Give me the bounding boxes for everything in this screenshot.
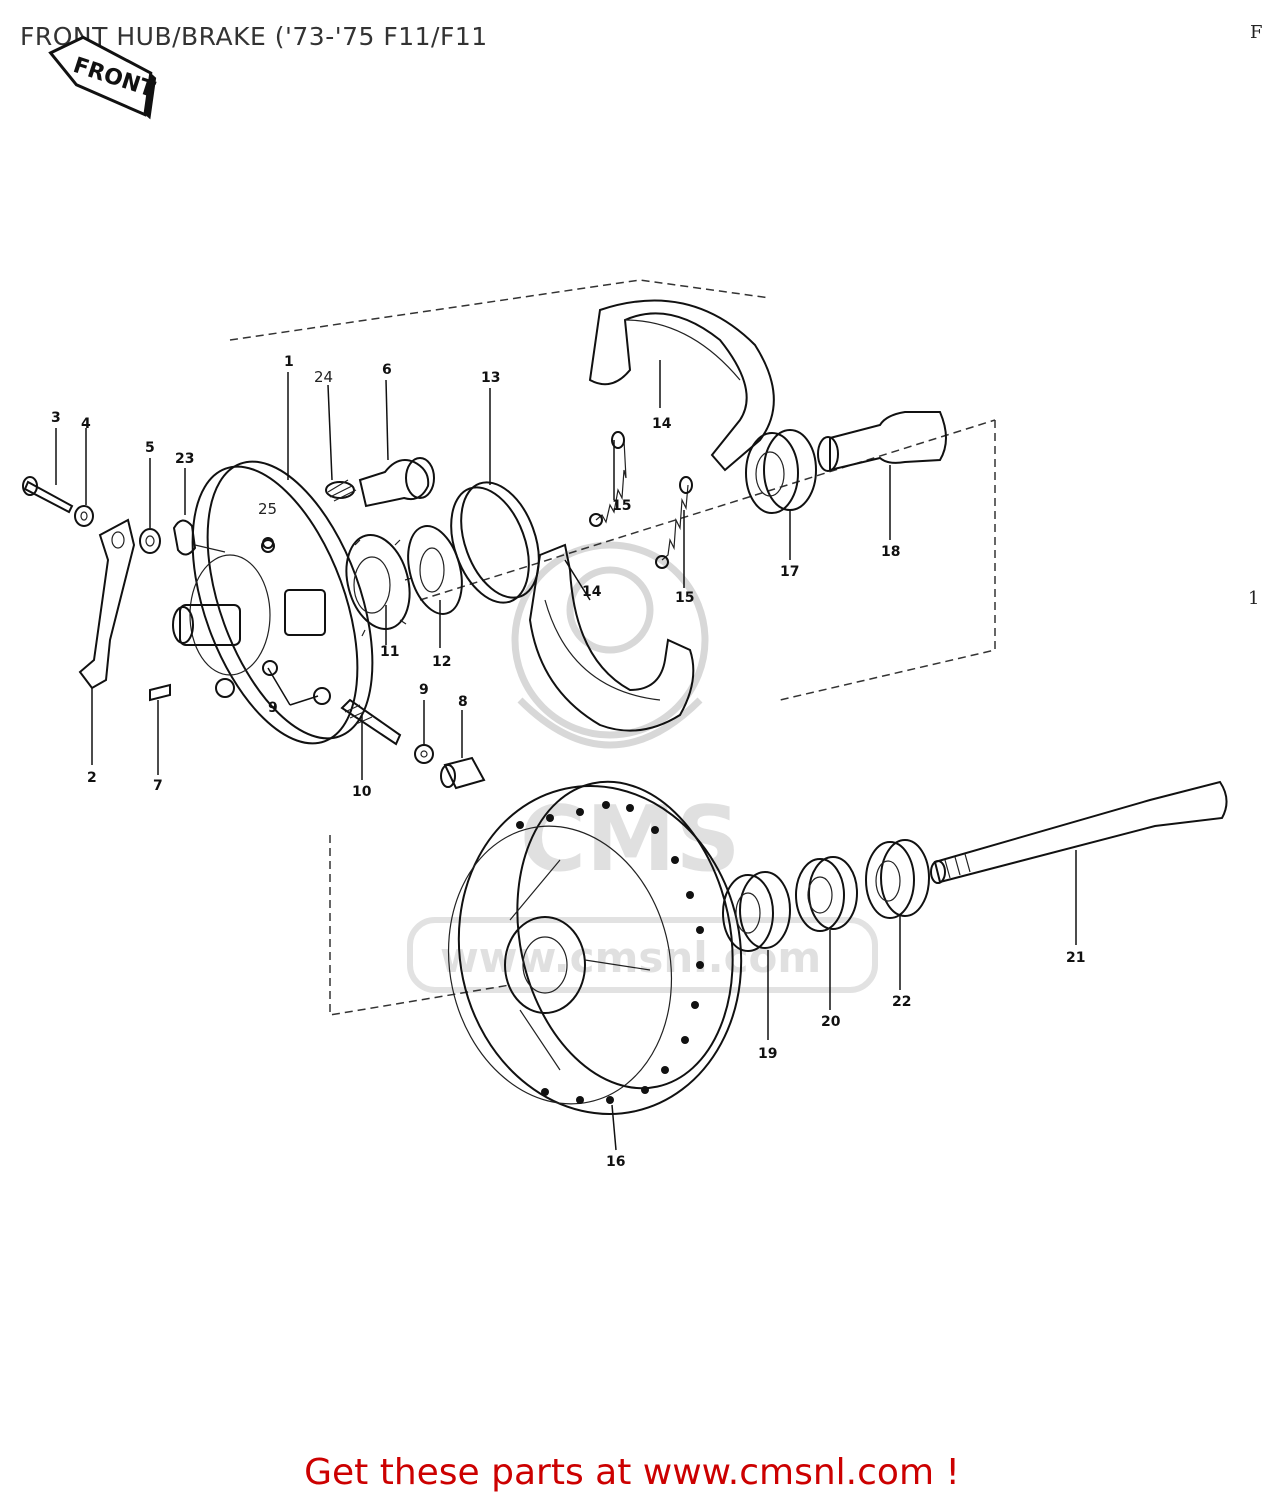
callout-10: 10 xyxy=(352,784,372,800)
hub-bearings-and-axle xyxy=(722,780,1228,952)
watermark-brand: CMS xyxy=(520,787,740,892)
callout-18: 18 xyxy=(881,544,900,560)
brake-cam-parts xyxy=(325,457,435,508)
dust-seal-ring xyxy=(450,481,540,604)
brake-shoe-lower xyxy=(528,543,695,732)
callout-23: 23 xyxy=(175,451,194,467)
callout-17: 17 xyxy=(780,564,799,580)
callout-1: 1 xyxy=(284,354,294,370)
wheel-hub xyxy=(447,780,743,1115)
callout-14b: 14 xyxy=(582,584,602,600)
front-direction-arrow: FRONT xyxy=(48,35,158,120)
shoe-springs xyxy=(589,431,693,569)
callout-9a: 9 xyxy=(268,700,278,716)
callout-2: 2 xyxy=(87,770,97,786)
callout-21: 21 xyxy=(1066,950,1085,966)
callout-19: 19 xyxy=(758,1046,777,1062)
callout-16: 16 xyxy=(606,1154,625,1170)
callout-11: 11 xyxy=(380,644,399,660)
callout-15b: 15 xyxy=(675,590,694,606)
callout-9b: 9 xyxy=(419,682,429,698)
callout-6: 6 xyxy=(382,362,392,378)
callout-7: 7 xyxy=(153,778,163,794)
callout-13: 13 xyxy=(481,370,500,386)
footer-link[interactable]: Get these parts at www.cmsnl.com ! xyxy=(304,1452,960,1493)
edge-mark-top-right: F xyxy=(1250,22,1263,43)
callout-5: 5 xyxy=(145,440,155,456)
callout-labels: 1 2 3 4 5 6 7 8 9 9 10 11 12 13 14 14 15… xyxy=(51,354,1085,1170)
callout-22: 22 xyxy=(892,994,911,1010)
brake-panel xyxy=(172,460,374,745)
bearing-and-spacer-upper xyxy=(745,411,947,514)
brake-shoe-upper xyxy=(588,299,775,472)
callout-8: 8 xyxy=(458,694,468,710)
leader-lines xyxy=(55,360,1077,1151)
callout-24: 24 xyxy=(314,368,333,386)
callout-12: 12 xyxy=(432,654,451,670)
cam-lever-parts xyxy=(22,476,171,702)
edge-mark-mid-right: 1 xyxy=(1248,588,1260,609)
callout-14a: 14 xyxy=(652,416,672,432)
watermark-url: www.cmsnl.com xyxy=(440,933,821,982)
callout-3: 3 xyxy=(51,410,61,426)
callout-4: 4 xyxy=(81,416,91,432)
assembly-guide-lines xyxy=(229,279,996,1016)
callout-25: 25 xyxy=(258,500,277,518)
callout-20: 20 xyxy=(821,1014,841,1030)
callout-15a: 15 xyxy=(612,498,631,514)
wear-indicator-parts xyxy=(172,519,275,556)
exploded-parts-diagram: CMS www.cmsnl.com FRONT xyxy=(22,35,1228,1170)
